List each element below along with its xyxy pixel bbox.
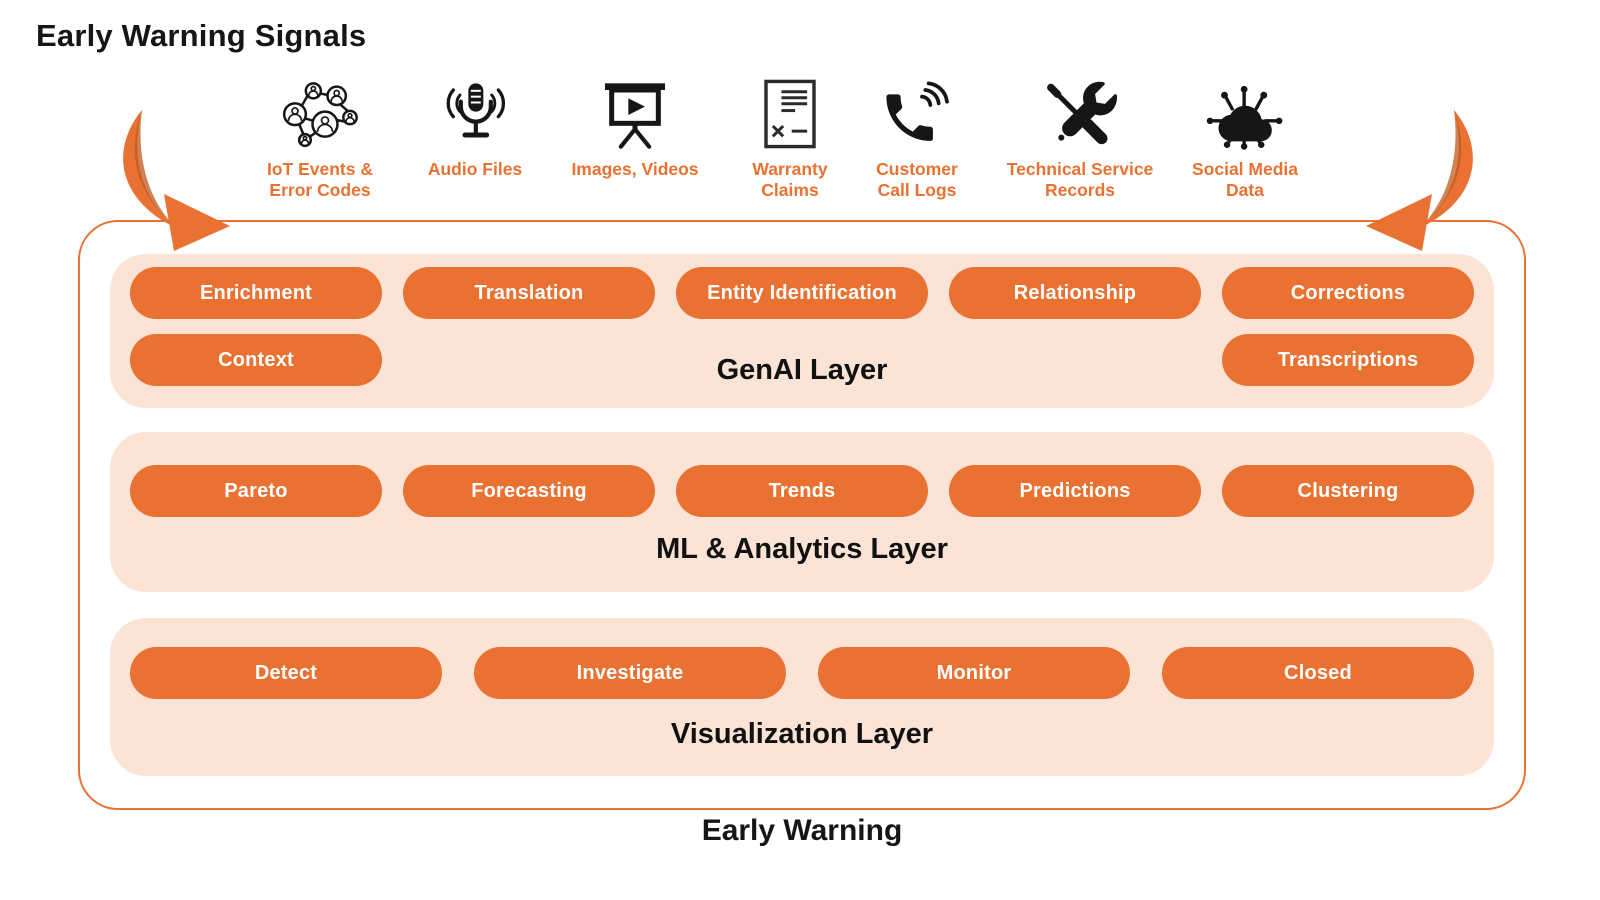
pill-detect: Detect	[130, 647, 442, 699]
pill-investigate: Investigate	[474, 647, 786, 699]
pill-context: Context	[130, 334, 382, 386]
pill-relationship: Relationship	[949, 267, 1201, 319]
genai-layer-title: GenAI Layer	[716, 354, 888, 386]
ml-layer-title: ML & Analytics Layer	[656, 533, 948, 565]
ingest-arrow-right	[1366, 110, 1473, 251]
pill-enrichment: Enrichment	[130, 267, 382, 319]
viz-layer-title: Visualization Layer	[670, 718, 934, 750]
iot-network-icon	[225, 78, 415, 150]
ml-analytics-layer: Pareto Forecasting Trends Predictions Cl…	[110, 432, 1494, 592]
social-cloud-icon	[1150, 78, 1340, 150]
genai-layer: Enrichment Translation Entity Identifica…	[110, 254, 1494, 408]
pill-transcriptions: Transcriptions	[1222, 334, 1474, 386]
pill-corrections: Corrections	[1222, 267, 1474, 319]
pill-clustering: Clustering	[1222, 465, 1474, 517]
phone-call-icon	[822, 78, 1012, 150]
source-iot-events: IoT Events &Error Codes	[225, 78, 415, 200]
source-label: IoT Events &Error Codes	[267, 159, 373, 200]
pill-forecasting: Forecasting	[403, 465, 655, 517]
crossed-tools-icon	[985, 78, 1175, 150]
source-label: Audio Files	[427, 159, 523, 179]
ml-pill-row: Pareto Forecasting Trends Predictions Cl…	[130, 465, 1474, 517]
pill-entity-identification: Entity Identification	[676, 267, 928, 319]
ingest-arrow-left	[123, 110, 230, 251]
warranty-document-icon	[695, 78, 885, 150]
microphone-audio-icon	[380, 78, 570, 150]
source-images-videos: Images, Videos	[540, 78, 730, 180]
early-warning-container: Enrichment Translation Entity Identifica…	[78, 220, 1526, 810]
pill-pareto: Pareto	[130, 465, 382, 517]
source-label: Images, Videos	[571, 159, 699, 179]
genai-pill-row-1: Enrichment Translation Entity Identifica…	[130, 267, 1474, 319]
visualization-layer: Detect Investigate Monitor Closed Visual…	[110, 618, 1494, 776]
viz-pill-row: Detect Investigate Monitor Closed	[130, 647, 1474, 699]
source-audio-files: Audio Files	[380, 78, 570, 180]
pill-trends: Trends	[676, 465, 928, 517]
pill-closed: Closed	[1162, 647, 1474, 699]
projector-screen-icon	[540, 78, 730, 150]
page-title: Early Warning Signals	[36, 18, 367, 53]
pill-monitor: Monitor	[818, 647, 1130, 699]
early-warning-caption: Early Warning	[701, 814, 903, 847]
pill-translation: Translation	[403, 267, 655, 319]
pill-predictions: Predictions	[949, 465, 1201, 517]
